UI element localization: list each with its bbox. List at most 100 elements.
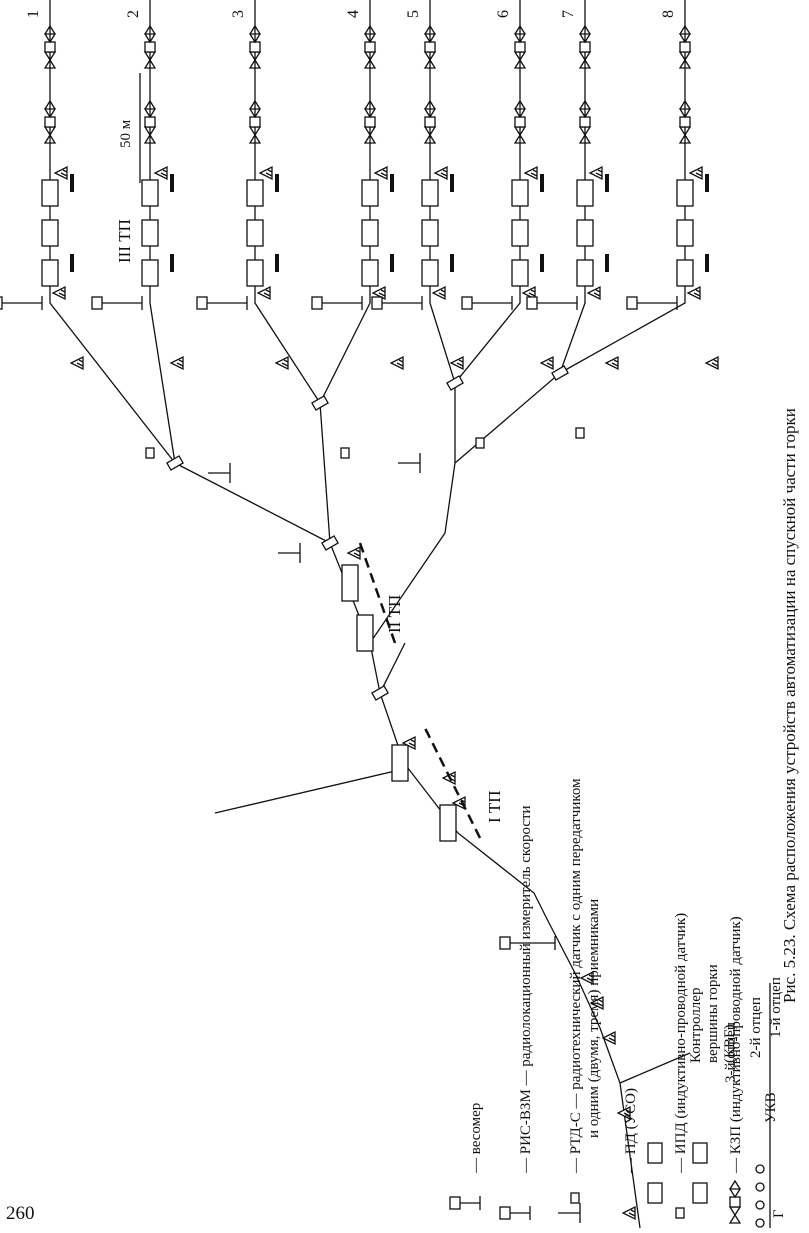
legend-item: — ПД (УСО) — [621, 1088, 639, 1221]
legend-text: — РИС-ВЗМ — радиолокационный измеритель … — [518, 805, 534, 1174]
kzp-icon — [248, 24, 262, 69]
kzp-icon — [513, 24, 527, 69]
track-line — [369, 642, 459, 834]
track-number-label: 3 — [230, 10, 247, 18]
radar-bar-icon — [705, 254, 709, 272]
radar-bar-icon — [605, 254, 609, 272]
radar-icon — [449, 1196, 481, 1210]
kzp-icon — [578, 99, 592, 144]
radar-bar-icon — [170, 254, 174, 272]
track-number-label: 4 — [345, 10, 362, 18]
branch-line — [214, 767, 409, 814]
triangle-sensor-icon — [431, 285, 446, 301]
wheel-icon — [755, 1164, 765, 1174]
cut-wagon — [647, 1182, 663, 1204]
figure-caption: Рис. 5.23. Схема расположения устройств … — [780, 408, 799, 1003]
kzp-icon — [143, 24, 157, 69]
rtd-sensor-icon — [278, 543, 301, 563]
branch-line — [379, 642, 406, 694]
tp2-dashed-zone — [358, 542, 397, 644]
label-kvg: вершины горки — [705, 964, 721, 1063]
ipd-sensor-icon — [340, 447, 350, 459]
triangle-sensor-icon — [346, 545, 361, 561]
radar-icon — [311, 296, 363, 310]
radar-icon — [371, 296, 423, 310]
track-circuit-box — [361, 219, 379, 247]
triangle-sensor-icon — [449, 355, 464, 371]
track-circuit-box — [676, 179, 694, 207]
legend-text: — РТД-С — радиотехнический датчик с одни… — [568, 778, 584, 1174]
label-kvg: Контроллер — [688, 988, 704, 1063]
track-circuit-box — [41, 179, 59, 207]
kzp-icon — [513, 99, 527, 144]
track-line — [174, 462, 331, 544]
triangle-sensor-icon — [401, 735, 416, 751]
radar-bar-icon — [450, 174, 454, 192]
track-circuit-box — [141, 219, 159, 247]
triangle-sensor-icon — [601, 1030, 616, 1046]
wheel-icon — [755, 1200, 765, 1210]
triangle-sensor-icon — [274, 355, 289, 371]
radar-bar-icon — [540, 254, 544, 272]
switch-icon — [551, 365, 569, 381]
track-circuit-box — [361, 259, 379, 287]
label-cut2: 2-й отцеп — [748, 997, 764, 1058]
radar-bar-icon — [275, 254, 279, 272]
switch-icon — [321, 535, 339, 551]
track-circuit-box — [511, 259, 529, 287]
radar-bar-icon — [70, 174, 74, 192]
triangle-sensor-icon — [621, 1205, 636, 1221]
track-circuit-box — [421, 219, 439, 247]
triangle-sensor-icon — [371, 285, 386, 301]
radar-icon — [0, 296, 43, 310]
track-line — [369, 383, 456, 644]
triangle-sensor-icon — [521, 285, 536, 301]
radar-bar-icon — [275, 174, 279, 192]
track-circuit-box — [576, 259, 594, 287]
legend-text: — весомер — [468, 1103, 484, 1174]
kzp-icon — [363, 99, 377, 144]
kzp-icon — [678, 99, 692, 144]
kzp-icon — [143, 99, 157, 144]
triangle-sensor-icon — [258, 165, 273, 181]
radar-bar-icon — [450, 254, 454, 272]
radar-icon — [499, 936, 556, 950]
track-line — [457, 832, 641, 1229]
ipd-sensor-icon — [475, 437, 485, 449]
triangle-sensor-icon — [704, 355, 719, 371]
legend-item: — КЗП (индуктивно-проводной датчик) — [728, 916, 744, 1224]
label-cut3: 3-й отцеп — [723, 1022, 739, 1083]
ipd-sensor-icon — [570, 1192, 580, 1204]
triangle-sensor-icon — [169, 355, 184, 371]
legend-item: — весомер — [449, 1103, 484, 1210]
kzp-icon — [43, 24, 57, 69]
radar-bar-icon — [390, 174, 394, 192]
label-ukv: УКВ — [763, 1092, 779, 1123]
triangle-sensor-icon — [539, 355, 554, 371]
legend-text: — ИПД (индуктивно-проводной датчик) — [673, 913, 689, 1174]
rtd-sensor-icon — [398, 453, 421, 473]
triangle-sensor-icon — [53, 165, 68, 181]
cut-wagon — [692, 1182, 708, 1204]
kzp-icon — [678, 24, 692, 69]
triangle-sensor-icon — [688, 165, 703, 181]
switch-icon — [311, 395, 329, 411]
triangle-sensor-icon — [523, 165, 538, 181]
track-6 — [454, 0, 521, 384]
track-circuit-box — [41, 219, 59, 247]
label-scale: 50 м — [118, 119, 134, 148]
track-number-label: 6 — [495, 10, 512, 18]
track-circuit-box — [361, 179, 379, 207]
label-tp1: I ТП — [485, 790, 504, 823]
triangle-sensor-icon — [51, 285, 66, 301]
label-cut1: 1-й отцеп — [768, 977, 784, 1038]
track-number-label: 8 — [660, 10, 677, 18]
radar-icon — [499, 1206, 531, 1220]
kzp-icon — [423, 99, 437, 144]
track-circuit-box — [421, 259, 439, 287]
page-number: 260 — [6, 1203, 35, 1224]
track-circuit-box — [511, 179, 529, 207]
